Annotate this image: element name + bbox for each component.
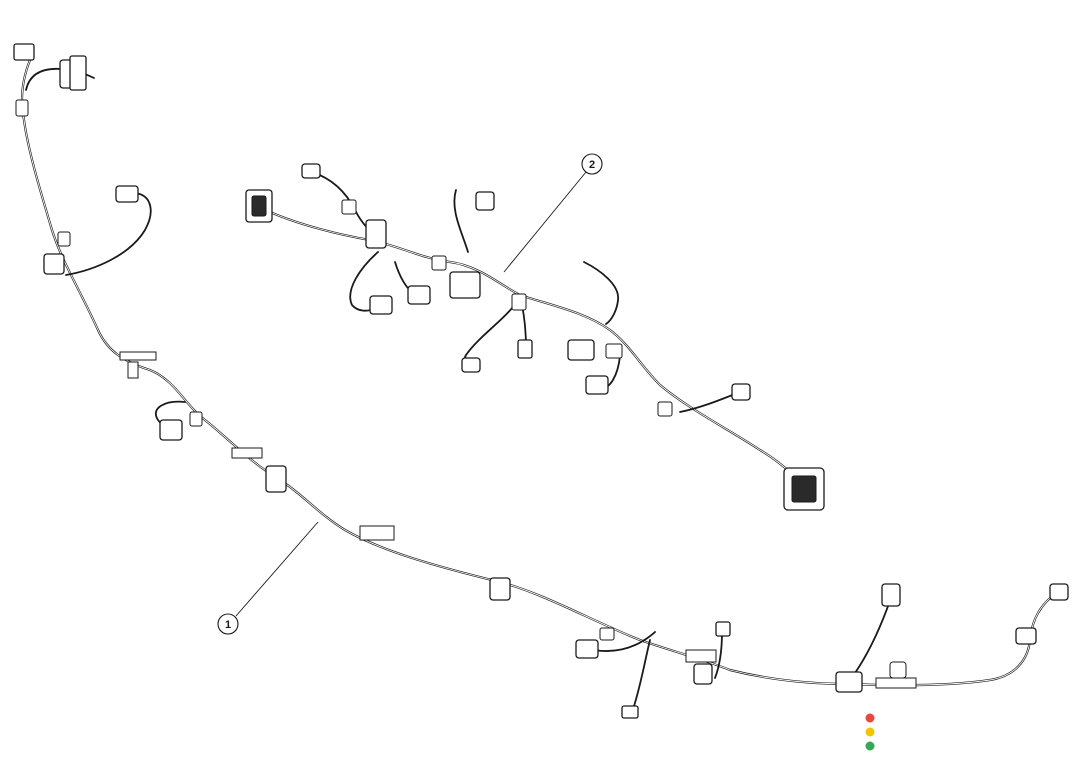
status-dot-red: [865, 713, 875, 723]
harness-1-branch-lower-a: [631, 639, 651, 713]
harness-1-branch-upper: [65, 192, 152, 276]
connector-icon: [301, 163, 321, 179]
harness-2-branch-g: [583, 261, 619, 325]
status-dot-green: [865, 741, 875, 751]
connector-icon: [791, 475, 817, 503]
clip-icon: [605, 343, 623, 359]
harness-1-trunk: [20, 58, 1060, 687]
connector-icon: [449, 271, 481, 299]
clip-icon: [189, 411, 203, 427]
connector-icon: [13, 43, 35, 61]
connector-icon: [1015, 627, 1037, 645]
harness-2: 2: [245, 153, 825, 511]
clip-icon: [511, 293, 527, 311]
clip-icon: [431, 255, 447, 271]
clip-icon: [599, 627, 615, 641]
connector-icon: [715, 621, 731, 637]
connector-icon: [489, 577, 511, 601]
tape-icon: [119, 351, 157, 361]
connector-icon: [517, 339, 533, 359]
harness-1: 1: [13, 43, 1069, 719]
clip-icon: [341, 199, 357, 215]
connector-icon: [585, 375, 609, 395]
tape-icon: [875, 677, 917, 689]
connector-icon: [835, 671, 863, 693]
harness-2-branch-b: [349, 251, 379, 312]
connector-icon: [69, 55, 87, 91]
status-indicator: [865, 713, 875, 751]
harness-2-branch-d: [453, 189, 469, 253]
harness-2-branch-i: [679, 391, 741, 413]
callout-1-label: 1: [225, 619, 231, 631]
status-dot-yellow: [865, 727, 875, 737]
clip-icon: [889, 661, 907, 679]
connector-icon: [115, 185, 139, 203]
harness-1-leader: [235, 521, 319, 617]
connector-icon: [461, 357, 481, 373]
connector-icon: [251, 195, 267, 217]
clip-icon: [15, 99, 29, 117]
clip-icon: [127, 361, 139, 379]
connector-icon: [159, 419, 183, 441]
callout-1-circle: [217, 613, 239, 635]
connector-icon: [621, 705, 639, 719]
tape-icon: [359, 525, 395, 541]
harness-2-connectors: [245, 163, 825, 511]
tape-icon: [231, 447, 263, 459]
connector-icon: [265, 465, 287, 493]
clip-icon: [57, 231, 71, 247]
connector-icon: [881, 583, 901, 607]
harness-1-branch-right-up: [849, 594, 893, 681]
connector-icon: [575, 639, 599, 659]
clip-icon: [657, 401, 673, 417]
tape-icon: [685, 649, 717, 663]
connector-icon: [369, 295, 393, 315]
harness-2-trunk: [268, 210, 802, 484]
connector-icon: [475, 191, 495, 211]
connector-icon: [567, 339, 595, 361]
harness-1-connectors: [13, 43, 1069, 719]
connector-icon: [693, 663, 713, 685]
callout-2-label: 2: [589, 159, 595, 171]
connector-icon: [407, 285, 431, 305]
harness-2-leader: [503, 171, 587, 273]
connector-icon: [365, 219, 387, 249]
connector-icon: [1049, 583, 1069, 601]
callout-2-circle: [581, 153, 603, 175]
connector-icon: [43, 253, 65, 275]
connector-icon: [731, 383, 751, 401]
